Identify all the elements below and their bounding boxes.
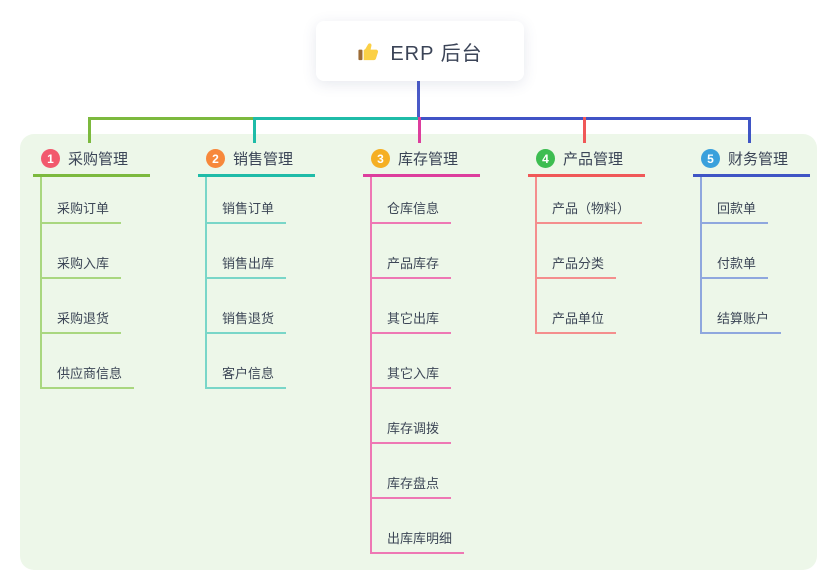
branch-node-产品管理[interactable]: 4 产品管理 xyxy=(528,148,645,177)
child-node-客户信息[interactable]: 客户信息 xyxy=(207,334,287,389)
child-node-回款单[interactable]: 回款单 xyxy=(702,177,769,224)
bus-segment-teal xyxy=(253,117,419,120)
branch-children: 产品（物料） 产品分类产品单位 xyxy=(535,177,645,334)
branch-node-采购管理[interactable]: 1 采购管理 xyxy=(33,148,150,177)
child-node-label: 其它出库 xyxy=(387,311,440,326)
child-node-label: 回款单 xyxy=(717,201,757,216)
child-node-label: 结算账户 xyxy=(717,311,770,326)
branch-number-badge: 2 xyxy=(206,149,225,168)
child-node-label: 供应商信息 xyxy=(57,366,123,381)
child-node-产品分类[interactable]: 产品分类 xyxy=(537,224,617,279)
child-node-label: 库存调拨 xyxy=(387,421,440,436)
branch-column-2: 2 销售管理 销售订单销售出库销售退货客户信息 xyxy=(198,148,315,389)
branch-title: 采购管理 xyxy=(68,151,129,168)
child-node-仓库信息[interactable]: 仓库信息 xyxy=(372,177,452,224)
branch-number-badge: 3 xyxy=(371,149,390,168)
branch-drop-line-3 xyxy=(418,117,421,143)
branch-number-badge: 4 xyxy=(536,149,555,168)
child-node-label: 出库库明细 xyxy=(387,531,453,546)
child-node-库存调拨[interactable]: 库存调拨 xyxy=(372,389,452,444)
branch-title: 财务管理 xyxy=(728,151,789,168)
branch-node-财务管理[interactable]: 5 财务管理 xyxy=(693,148,810,177)
child-node-其它出库[interactable]: 其它出库 xyxy=(372,279,452,334)
branch-title: 销售管理 xyxy=(233,151,294,168)
root-node-label: ERP 后台 xyxy=(390,42,483,65)
branch-drop-line-2 xyxy=(253,117,256,143)
child-node-label: 其它入库 xyxy=(387,366,440,381)
branch-node-销售管理[interactable]: 2 销售管理 xyxy=(198,148,315,177)
thumbs-up-icon xyxy=(357,40,380,63)
root-node-erp[interactable]: ERP 后台 xyxy=(316,21,524,81)
child-node-label: 销售退货 xyxy=(222,311,275,326)
child-node-销售订单[interactable]: 销售订单 xyxy=(207,177,287,224)
branch-drop-line-1 xyxy=(88,117,91,143)
branch-title: 库存管理 xyxy=(398,151,459,168)
child-node-label: 付款单 xyxy=(717,256,757,271)
branch-children: 仓库信息产品库存其它出库其它入库库存调拨库存盘点出库库明细 xyxy=(370,177,480,554)
child-node-label: 客户信息 xyxy=(222,366,275,381)
branch-number-badge: 1 xyxy=(41,149,60,168)
child-node-产品库存[interactable]: 产品库存 xyxy=(372,224,452,279)
child-node-供应商信息[interactable]: 供应商信息 xyxy=(42,334,135,389)
branch-number-badge: 5 xyxy=(701,149,720,168)
child-node-库存盘点[interactable]: 库存盘点 xyxy=(372,444,452,499)
child-node-label: 采购订单 xyxy=(57,201,110,216)
bus-segment-green xyxy=(88,117,254,120)
branch-node-库存管理[interactable]: 3 库存管理 xyxy=(363,148,480,177)
branch-column-5: 5 财务管理 回款单付款单结算账户 xyxy=(693,148,810,334)
child-node-其它入库[interactable]: 其它入库 xyxy=(372,334,452,389)
child-node-销售退货[interactable]: 销售退货 xyxy=(207,279,287,334)
child-node-label: 销售出库 xyxy=(222,256,275,271)
child-node-销售出库[interactable]: 销售出库 xyxy=(207,224,287,279)
child-node-付款单[interactable]: 付款单 xyxy=(702,224,769,279)
child-node-label: 产品库存 xyxy=(387,256,440,271)
branch-children: 销售订单销售出库销售退货客户信息 xyxy=(205,177,315,389)
branch-column-1: 1 采购管理 采购订单采购入库采购退货供应商信息 xyxy=(33,148,150,389)
branch-column-3: 3 库存管理 仓库信息产品库存其它出库其它入库库存调拨库存盘点出库库明细 xyxy=(363,148,480,554)
child-node-产品（物料）[interactable]: 产品（物料） xyxy=(537,177,643,224)
child-node-label: 仓库信息 xyxy=(387,201,440,216)
branch-drop-line-5 xyxy=(748,117,751,143)
child-node-label: 产品单位 xyxy=(552,311,605,326)
child-node-结算账户[interactable]: 结算账户 xyxy=(702,279,782,334)
child-node-label: 产品（物料） xyxy=(552,201,631,216)
child-node-label: 采购入库 xyxy=(57,256,110,271)
child-node-出库库明细[interactable]: 出库库明细 xyxy=(372,499,465,554)
branch-drop-line-4 xyxy=(583,117,586,143)
branch-children: 采购订单采购入库采购退货供应商信息 xyxy=(40,177,150,389)
branch-title: 产品管理 xyxy=(563,151,624,168)
child-node-label: 销售订单 xyxy=(222,201,275,216)
root-connector-line xyxy=(417,81,420,120)
child-node-采购入库[interactable]: 采购入库 xyxy=(42,224,122,279)
child-node-采购退货[interactable]: 采购退货 xyxy=(42,279,122,334)
child-node-产品单位[interactable]: 产品单位 xyxy=(537,279,617,334)
branch-column-4: 4 产品管理 产品（物料） 产品分类产品单位 xyxy=(528,148,645,334)
child-node-采购订单[interactable]: 采购订单 xyxy=(42,177,122,224)
child-node-label: 库存盘点 xyxy=(387,476,440,491)
branch-children: 回款单付款单结算账户 xyxy=(700,177,810,334)
child-node-label: 产品分类 xyxy=(552,256,605,271)
child-node-label: 采购退货 xyxy=(57,311,110,326)
